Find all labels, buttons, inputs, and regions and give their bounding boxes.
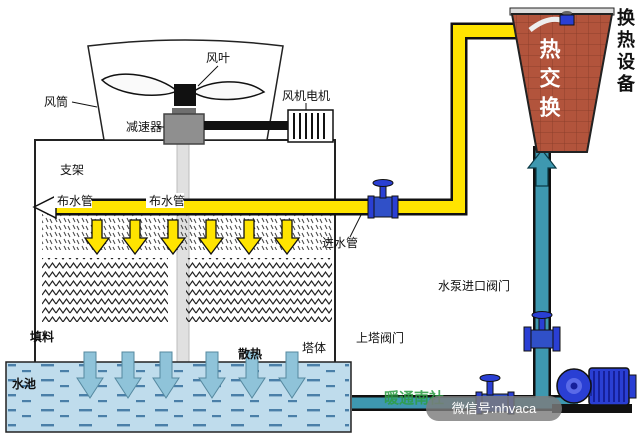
reducer-gearbox (163, 113, 205, 145)
label-patch-left (54, 193, 92, 208)
label-support: 支架 (60, 163, 84, 177)
label-heat-exchange-equipment: 换热设备 (615, 8, 635, 96)
hot-pipe (50, 25, 524, 213)
label-fan-motor: 风机电机 (282, 89, 330, 103)
label-inlet-pipe: 进水管 (322, 235, 358, 250)
label-dist-pipe-left: 布水管 (57, 193, 93, 208)
label-pump-inlet-valve: 水泵进口阀门 (438, 278, 510, 293)
center-shaft (176, 143, 190, 367)
fill-block-left (42, 258, 168, 322)
label-patch-right (146, 193, 184, 208)
flow-up-arrow (526, 149, 558, 187)
hot-spray-arrows (83, 219, 301, 256)
label-dist-pipe-right: 布水管 (149, 193, 185, 208)
label-heat-dissipation: 散热 (238, 346, 262, 361)
fan-hub (174, 84, 196, 106)
reducer-cap (172, 108, 196, 114)
cooled-water-arrows (76, 351, 306, 399)
exchanger-vent-valve (559, 11, 575, 26)
label-reducer: 减速器 (126, 120, 162, 134)
label-fan-blade: 风叶 (206, 51, 230, 65)
fan-motor-unit (287, 109, 334, 143)
label-tower-body: 塔体 (302, 341, 326, 355)
watermark-wechat-badge: 微信号:nhvaca (426, 396, 562, 421)
inlet-pipe-valve (367, 179, 399, 219)
label-fan-duct: 风筒 (44, 94, 68, 109)
fill-block-right (186, 258, 332, 322)
label-pool: 水池 (12, 376, 36, 391)
heat-exchanger-body (510, 13, 614, 153)
tower-riser-valve (523, 311, 561, 352)
leader-lines (71, 65, 362, 238)
circulation-pump (552, 367, 637, 413)
label-heat-exchange: 热交换 (537, 38, 560, 125)
label-tower-valve: 上塔阀门 (356, 330, 404, 345)
label-fill-material: 填料 (30, 329, 54, 344)
drive-shaft (204, 121, 288, 130)
